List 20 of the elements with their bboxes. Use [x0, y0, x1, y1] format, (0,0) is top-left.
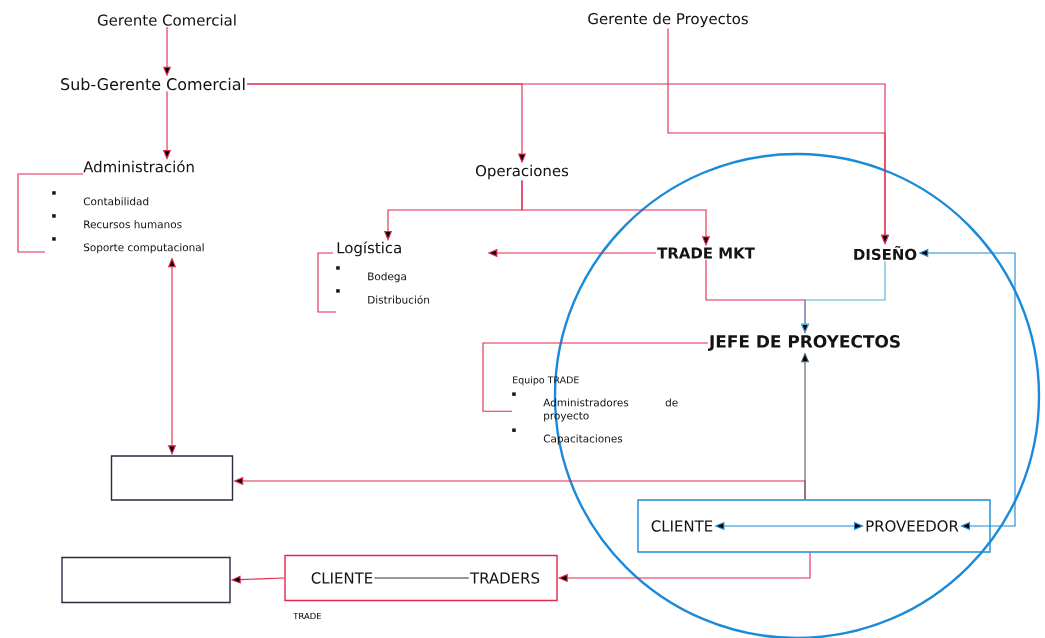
- role-label: Operaciones: [476, 164, 569, 180]
- role-label: TRADE MKT: [657, 247, 755, 259]
- connector-line: [373, 577, 470, 579]
- role-label: PROVEEDOR: [866, 520, 959, 532]
- role-label: Gerente Comercial: [97, 14, 236, 26]
- group-box: [284, 554, 558, 602]
- role-label: DISEÑO: [854, 245, 917, 261]
- group-box: [61, 556, 231, 604]
- role-label: Sub-Gerente Comercial: [61, 77, 245, 91]
- group-box: [110, 455, 234, 501]
- caption-text: TRADE: [293, 612, 322, 620]
- role-label: TRADERS: [470, 572, 540, 584]
- role-label: CLIENTE: [651, 520, 713, 532]
- role-label: JEFE DE PROYECTOS: [708, 335, 900, 351]
- department-list: Logística Bodega Distribución: [336, 241, 429, 304]
- role-label: CLIENTE: [311, 572, 373, 584]
- department-list: Administración Contabilidad Recursos humanos Soporte computacional: [52, 160, 204, 254]
- connector-line: [482, 342, 709, 412]
- group-box: [637, 499, 991, 553]
- role-label: Gerente de Proyectos: [588, 12, 748, 28]
